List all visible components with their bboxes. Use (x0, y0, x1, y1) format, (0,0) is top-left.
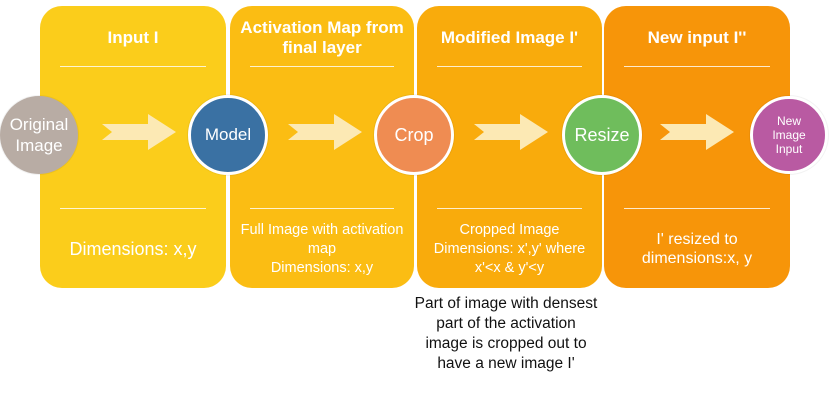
right-arrow-icon (288, 114, 362, 150)
node-resize: Resize (562, 95, 642, 175)
divider (624, 208, 770, 209)
divider (624, 66, 770, 67)
divider (250, 66, 394, 67)
crop-description-note: Part of image with densest part of the a… (414, 295, 598, 372)
divider (437, 208, 582, 209)
panel-body: Cropped Image Dimensions: x',y' where x'… (433, 221, 586, 276)
panel-title: Activation Map from final layer (240, 18, 404, 57)
divider (250, 208, 394, 209)
right-arrow-icon (102, 114, 176, 150)
panel-body: Dimensions: x,y (69, 238, 197, 259)
divider (60, 208, 206, 209)
node-original-image: Original Image (0, 96, 78, 174)
node-model: Model (188, 95, 268, 175)
panel-title: Modified Image I' (440, 28, 579, 47)
node-crop: Crop (374, 95, 454, 175)
panel-modified-image: Modified Image I' Cropped Image Dimensio… (417, 6, 602, 288)
node-new-image-input: New Image Input (750, 96, 828, 174)
right-arrow-icon (474, 114, 548, 150)
right-arrow-icon (660, 114, 734, 150)
panel-title: Input I (107, 28, 159, 47)
divider (437, 66, 582, 67)
divider (60, 66, 206, 67)
panel-body: I' resized to dimensions:x, y (641, 231, 753, 267)
panel-body: Full Image with activation map Dimension… (240, 221, 404, 276)
panel-title: New input I'' (647, 28, 747, 47)
